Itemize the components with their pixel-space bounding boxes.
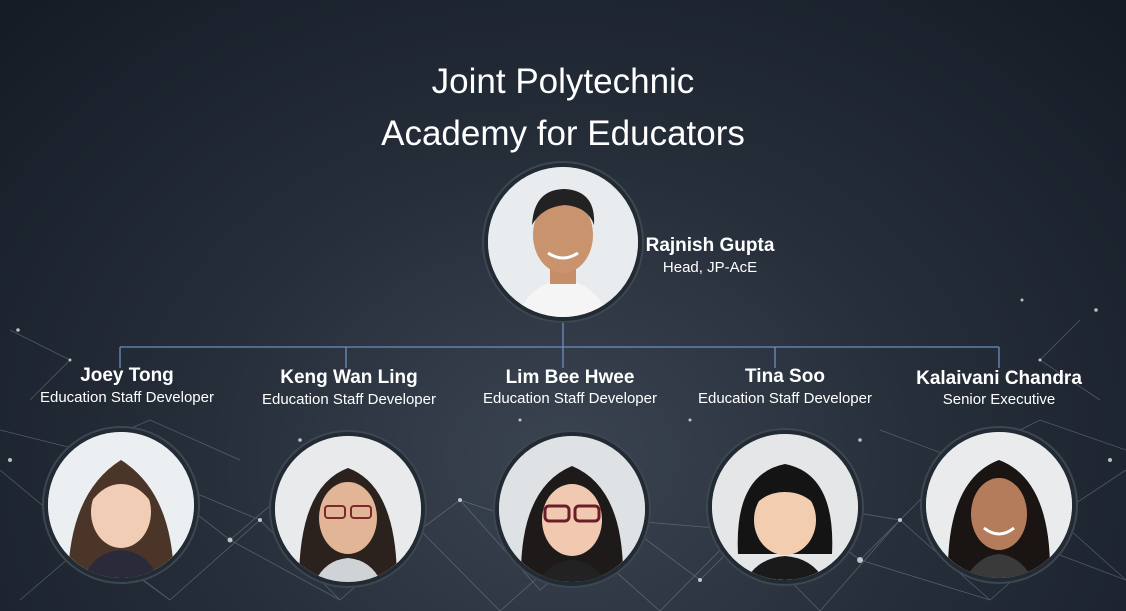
person-portrait-icon [499,436,645,582]
member-role-3: Education Staff Developer [482,390,657,407]
person-portrait-icon [926,432,1072,578]
member-role-2: Education Staff Developer [261,391,436,408]
member-name-2: Keng Wan Ling [280,367,418,388]
head-name: Rajnish Gupta [645,235,775,256]
member-role-5: Senior Executive [942,391,1056,408]
page-title-line2: Academy for Educators [381,114,745,153]
member-role-4: Education Staff Developer [697,390,872,407]
member-name-4: Tina Soo [745,366,825,387]
member-photo-2 [271,432,425,586]
page-title-line1: Joint Polytechnic [431,62,695,101]
member-photo-5 [922,428,1076,582]
member-name-5: Kalaivani Chandra [916,368,1082,389]
member-photo-1 [44,428,198,582]
head-role: Head, JP-AcE [662,259,758,276]
person-portrait-icon [275,436,421,582]
head-photo [484,163,642,321]
member-name-3: Lim Bee Hwee [505,367,635,388]
person-portrait-icon [712,434,858,580]
member-role-1: Education Staff Developer [39,389,214,406]
member-name-1: Joey Tong [80,365,174,386]
member-photo-3 [495,432,649,586]
member-photo-4 [708,430,862,584]
person-portrait-icon [48,432,194,578]
person-portrait-icon [488,167,638,317]
